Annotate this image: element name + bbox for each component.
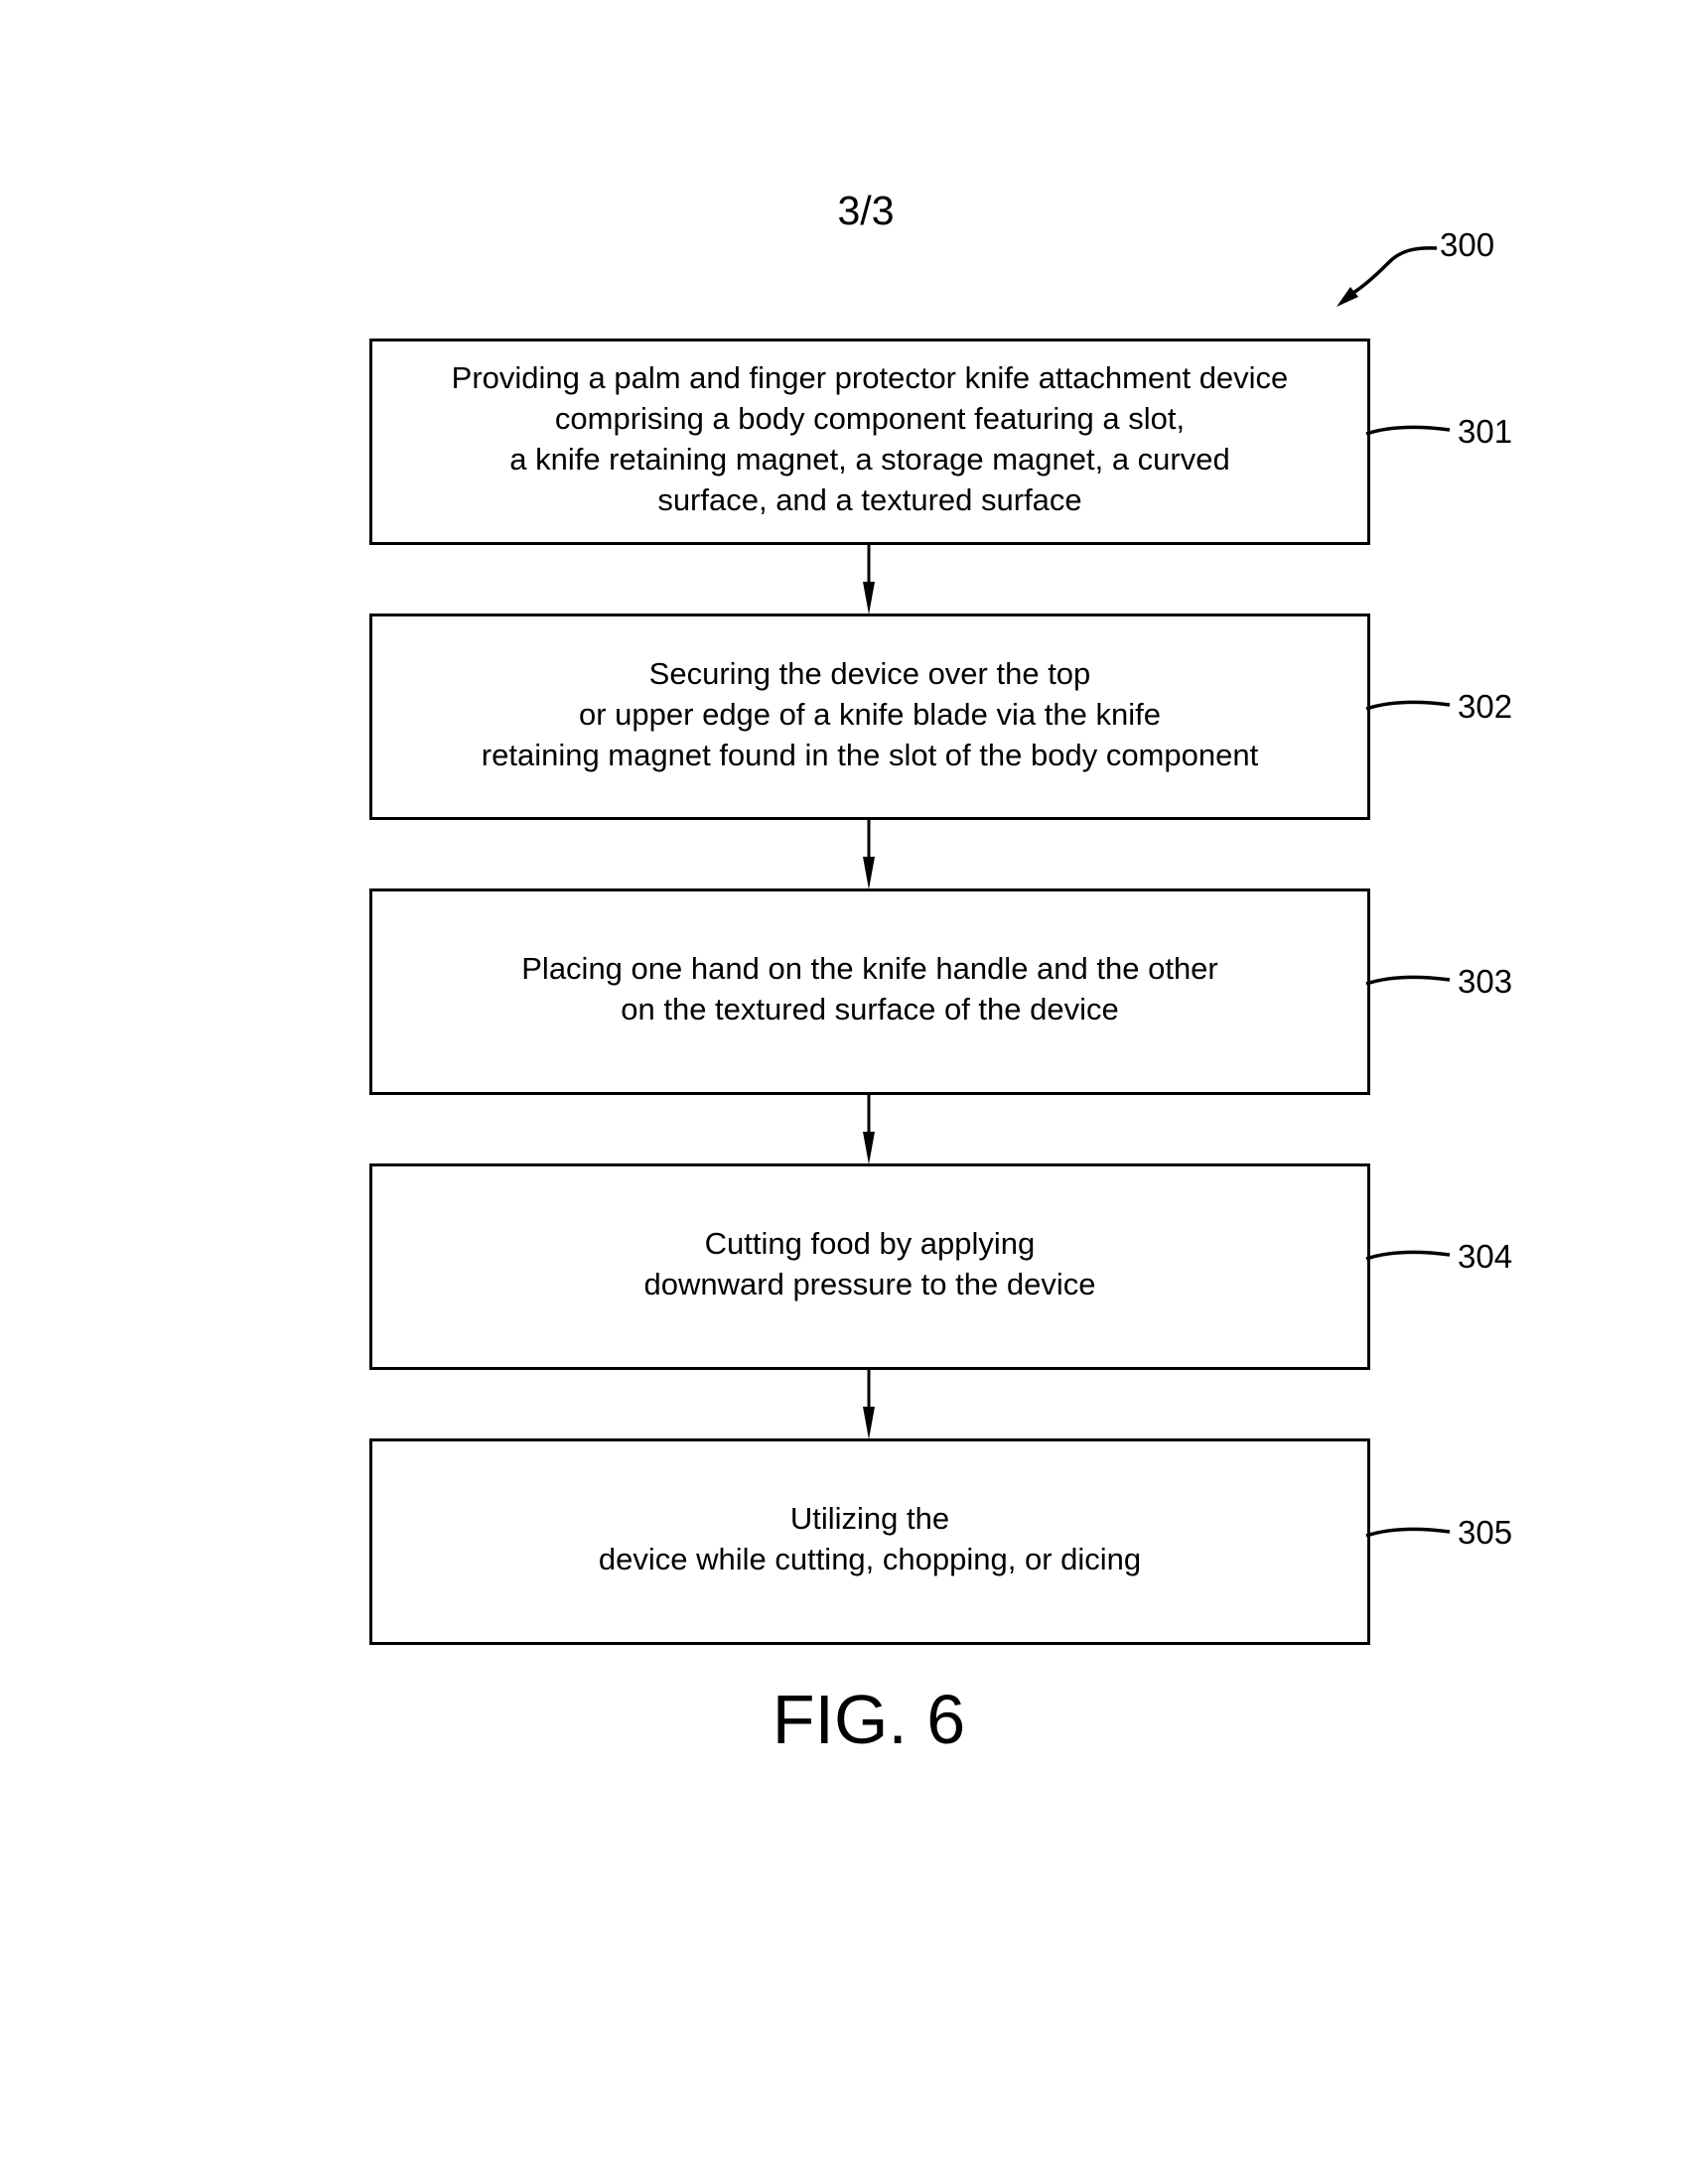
step-box-304: Cutting food by applying downward pressu… (369, 1163, 1370, 1370)
arrowhead-icon (863, 582, 875, 614)
flow-arrow-302-303 (863, 817, 875, 889)
figure-reference-leader (1347, 246, 1438, 298)
step-reference-305: 305 (1458, 1514, 1513, 1551)
leader-line-305 (1365, 1527, 1451, 1538)
sheet-number: 3/3 (837, 188, 895, 233)
step-box-303: Placing one hand on the knife handle and… (369, 888, 1370, 1095)
arrowhead-icon (863, 1132, 875, 1164)
figure-reference-arrowhead-icon (1336, 287, 1358, 307)
step-reference-301: 301 (1458, 413, 1513, 450)
step-text: Placing one hand on the knife handle and… (521, 951, 1218, 1026)
figure-caption: FIG. 6 (772, 1681, 966, 1758)
leader-line-304 (1365, 1250, 1451, 1261)
figure-reference-numeral: 300 (1440, 226, 1495, 263)
step-box-301: Providing a palm and finger protector kn… (369, 339, 1370, 545)
step-text: Providing a palm and finger protector kn… (451, 360, 1289, 517)
step-box-305: Utilizing the device while cutting, chop… (369, 1438, 1370, 1645)
step-reference-302: 302 (1458, 688, 1513, 725)
leader-line-302 (1365, 700, 1451, 711)
arrowhead-icon (863, 1407, 875, 1439)
flow-arrow-301-302 (863, 542, 875, 614)
step-text: Cutting food by applying downward pressu… (643, 1226, 1096, 1301)
step-text: Securing the device over the top or uppe… (481, 655, 1259, 772)
leader-line-303 (1365, 975, 1451, 986)
flow-arrow-303-304 (863, 1092, 875, 1164)
step-reference-303: 303 (1458, 963, 1513, 1000)
leader-line-301 (1365, 425, 1451, 436)
arrowhead-icon (863, 857, 875, 889)
step-reference-304: 304 (1458, 1238, 1513, 1275)
step-box-302: Securing the device over the top or uppe… (369, 614, 1370, 820)
step-text: Utilizing the device while cutting, chop… (598, 1501, 1142, 1576)
flow-arrow-304-305 (863, 1367, 875, 1439)
